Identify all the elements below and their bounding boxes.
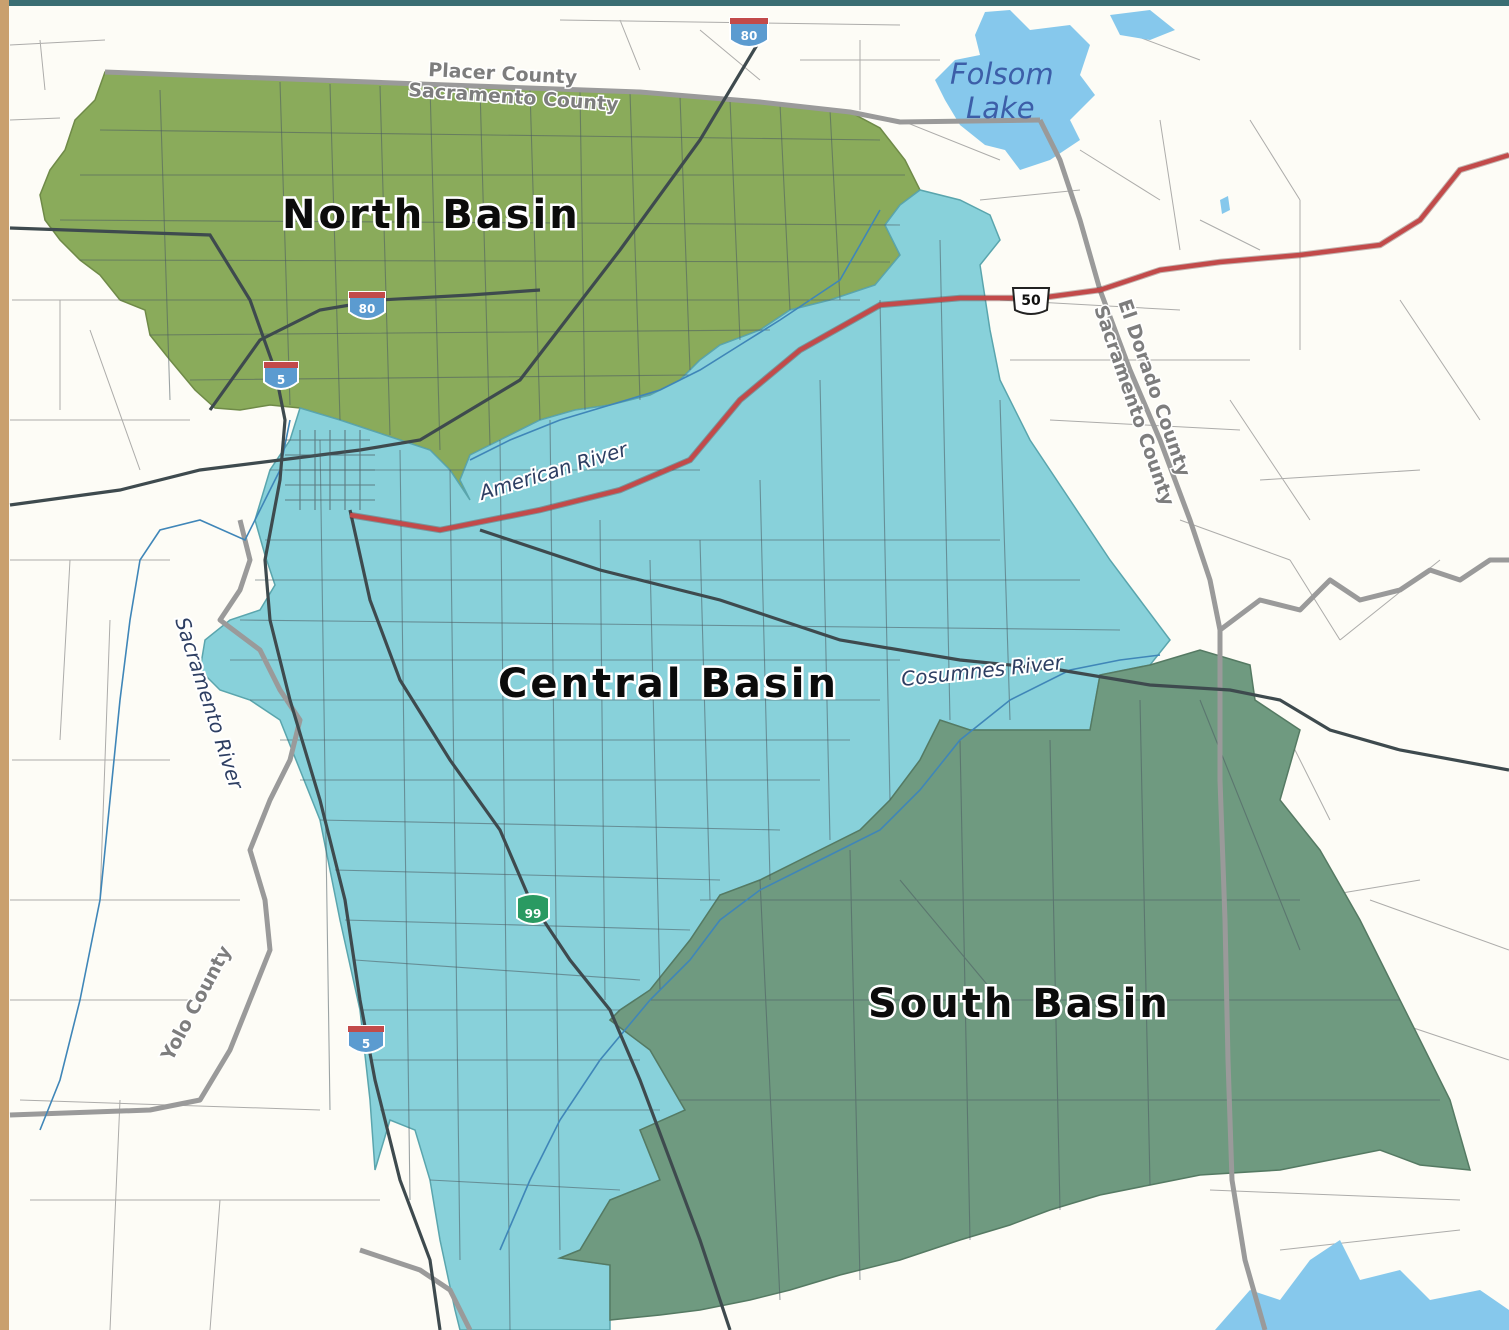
state-route-16-line xyxy=(479,528,1509,772)
interstate-5-shield-north: 5 xyxy=(263,361,299,390)
svg-text:50: 50 xyxy=(1021,293,1041,309)
south-basin-area xyxy=(557,649,1472,1321)
interstate-80-shield-north: 80 xyxy=(729,17,769,48)
cosumnes-river-line xyxy=(499,654,1161,1251)
north-basin-streets xyxy=(59,81,905,451)
north-basin-label: North Basin xyxy=(282,192,581,238)
central-basin-streets xyxy=(230,239,1121,1330)
rivers xyxy=(39,209,1161,1251)
central-basin-label: Central Basin xyxy=(498,661,839,707)
water-bodies xyxy=(935,10,1509,1330)
svg-text:99: 99 xyxy=(525,907,542,921)
folsom-lake-arm xyxy=(1110,10,1175,40)
top-frame-bar xyxy=(0,0,1509,6)
interstate-80-line xyxy=(9,39,762,507)
folsom-lake xyxy=(935,10,1095,170)
us-50-shield: 50 xyxy=(1011,287,1051,315)
interstate-5-shield-south: 5 xyxy=(347,1025,385,1054)
county-boundaries xyxy=(9,69,1509,1330)
svg-text:80: 80 xyxy=(741,29,758,43)
state-route-99-shield: 99 xyxy=(516,893,550,925)
folsom-lake-label-line1: Folsom xyxy=(950,57,1054,91)
svg-text:5: 5 xyxy=(362,1037,370,1051)
south-basin-label: South Basin xyxy=(868,981,1171,1027)
interstate-5-line xyxy=(9,226,442,1330)
interstate-80-shield-mid: 80 xyxy=(348,291,386,320)
freeways xyxy=(9,39,1509,1330)
american-river-line xyxy=(469,209,881,461)
left-frame-edge xyxy=(0,0,9,1330)
folsom-lake-label-line2: Lake xyxy=(966,91,1035,125)
downtown-grid xyxy=(285,430,375,510)
svg-text:5: 5 xyxy=(277,373,285,387)
south-basin-roads xyxy=(650,699,1440,1301)
sacramento-river-line xyxy=(39,419,291,1131)
svg-text:80: 80 xyxy=(359,302,376,316)
us-50-highway xyxy=(349,151,1509,534)
state-route-99-line xyxy=(348,509,732,1330)
southern-reservoir xyxy=(1215,1240,1509,1330)
